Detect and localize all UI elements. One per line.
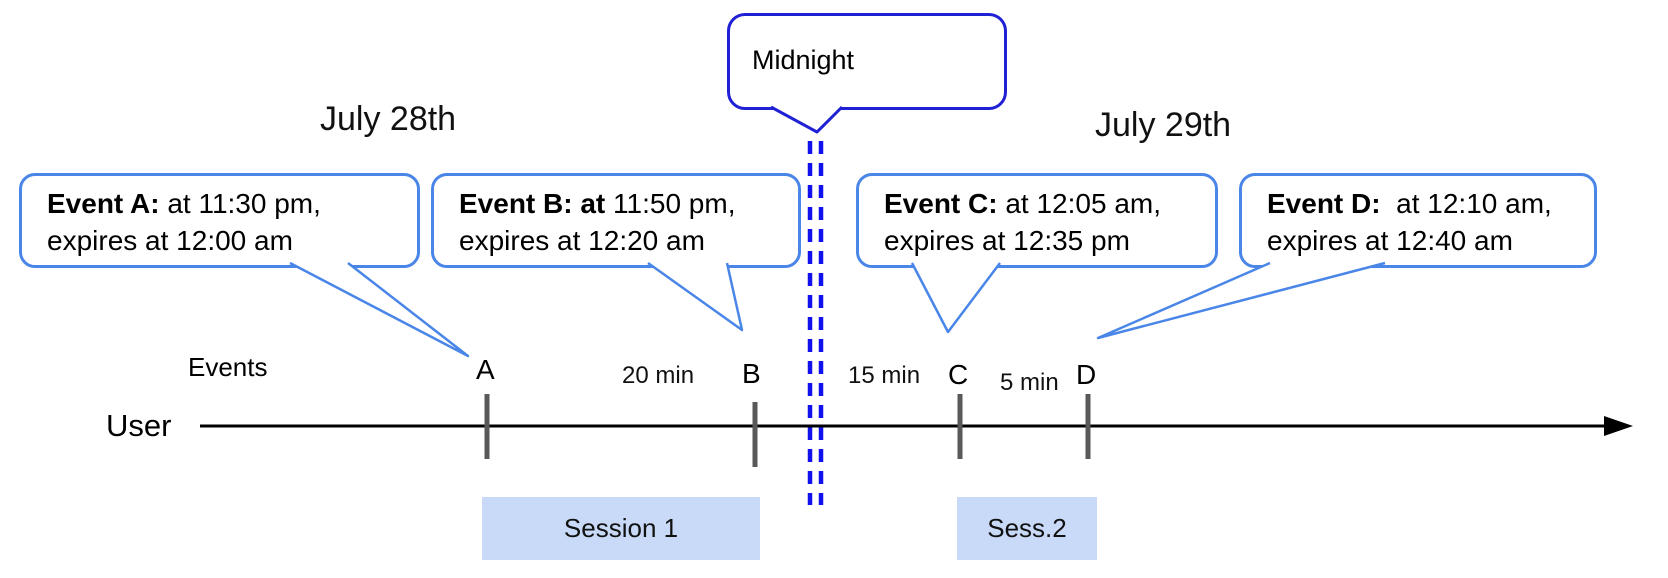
event-d-callout-tail <box>1096 261 1386 340</box>
event-d-time: at 12:10 am, <box>1380 188 1552 219</box>
event-a-time: at 11:30 pm, <box>159 188 321 219</box>
session-1-label: Session 1 <box>563 513 679 543</box>
tick-label-c: C <box>948 359 969 390</box>
event-d-expiry: expires at 12:40 am <box>1267 225 1513 256</box>
tick-label-a: A <box>476 354 495 385</box>
interval-c-d: 5 min <box>1000 369 1059 396</box>
date-header-july-29: July 29th <box>1095 106 1232 144</box>
timeline-arrowhead-icon <box>1604 416 1633 436</box>
event-c-time: at 12:05 am, <box>997 188 1162 219</box>
event-b-time: 11:50 pm, <box>605 188 736 219</box>
event-b-callout: Event B: at 11:50 pm, expires at 12:20 a… <box>431 173 801 268</box>
event-a-callout: Event A: at 11:30 pm, expires at 12:00 a… <box>19 173 420 268</box>
session-1-box: Session 1 <box>482 497 760 560</box>
midnight-bubble <box>727 13 1007 110</box>
session-2-box: Sess.2 <box>957 497 1097 560</box>
event-c-title: Event C: <box>884 188 998 219</box>
event-d-title: Event D: <box>1267 188 1381 219</box>
event-a-callout-tail <box>289 261 470 358</box>
user-row-label: User <box>106 408 172 443</box>
session-2-label: Sess.2 <box>987 513 1067 543</box>
midnight-label: Midnight <box>752 45 855 75</box>
tick-b <box>752 402 758 467</box>
event-a-title: Event A: <box>47 188 160 219</box>
event-c-expiry: expires at 12:35 pm <box>884 225 1130 256</box>
event-b-title: Event B: at <box>459 188 606 219</box>
tick-a <box>484 394 490 459</box>
tick-label-b: B <box>742 358 761 389</box>
tick-c <box>957 394 963 459</box>
event-c-callout-tail <box>910 262 1001 334</box>
interval-a-b: 20 min <box>622 362 695 389</box>
date-header-july-28: July 28th <box>320 100 457 138</box>
interval-b-c: 15 min <box>848 362 921 389</box>
event-a-expiry: expires at 12:00 am <box>47 225 293 256</box>
tick-d <box>1085 394 1091 459</box>
event-b-callout-tail <box>647 261 744 332</box>
event-b-expiry: expires at 12:20 am <box>459 225 705 256</box>
events-row-label: Events <box>188 352 268 382</box>
tick-label-d: D <box>1076 359 1097 390</box>
event-d-callout: Event D: at 12:10 am, expires at 12:40 a… <box>1239 173 1597 268</box>
midnight-bubble-tail <box>770 105 844 134</box>
event-c-callout: Event C: at 12:05 am, expires at 12:35 p… <box>856 173 1218 268</box>
